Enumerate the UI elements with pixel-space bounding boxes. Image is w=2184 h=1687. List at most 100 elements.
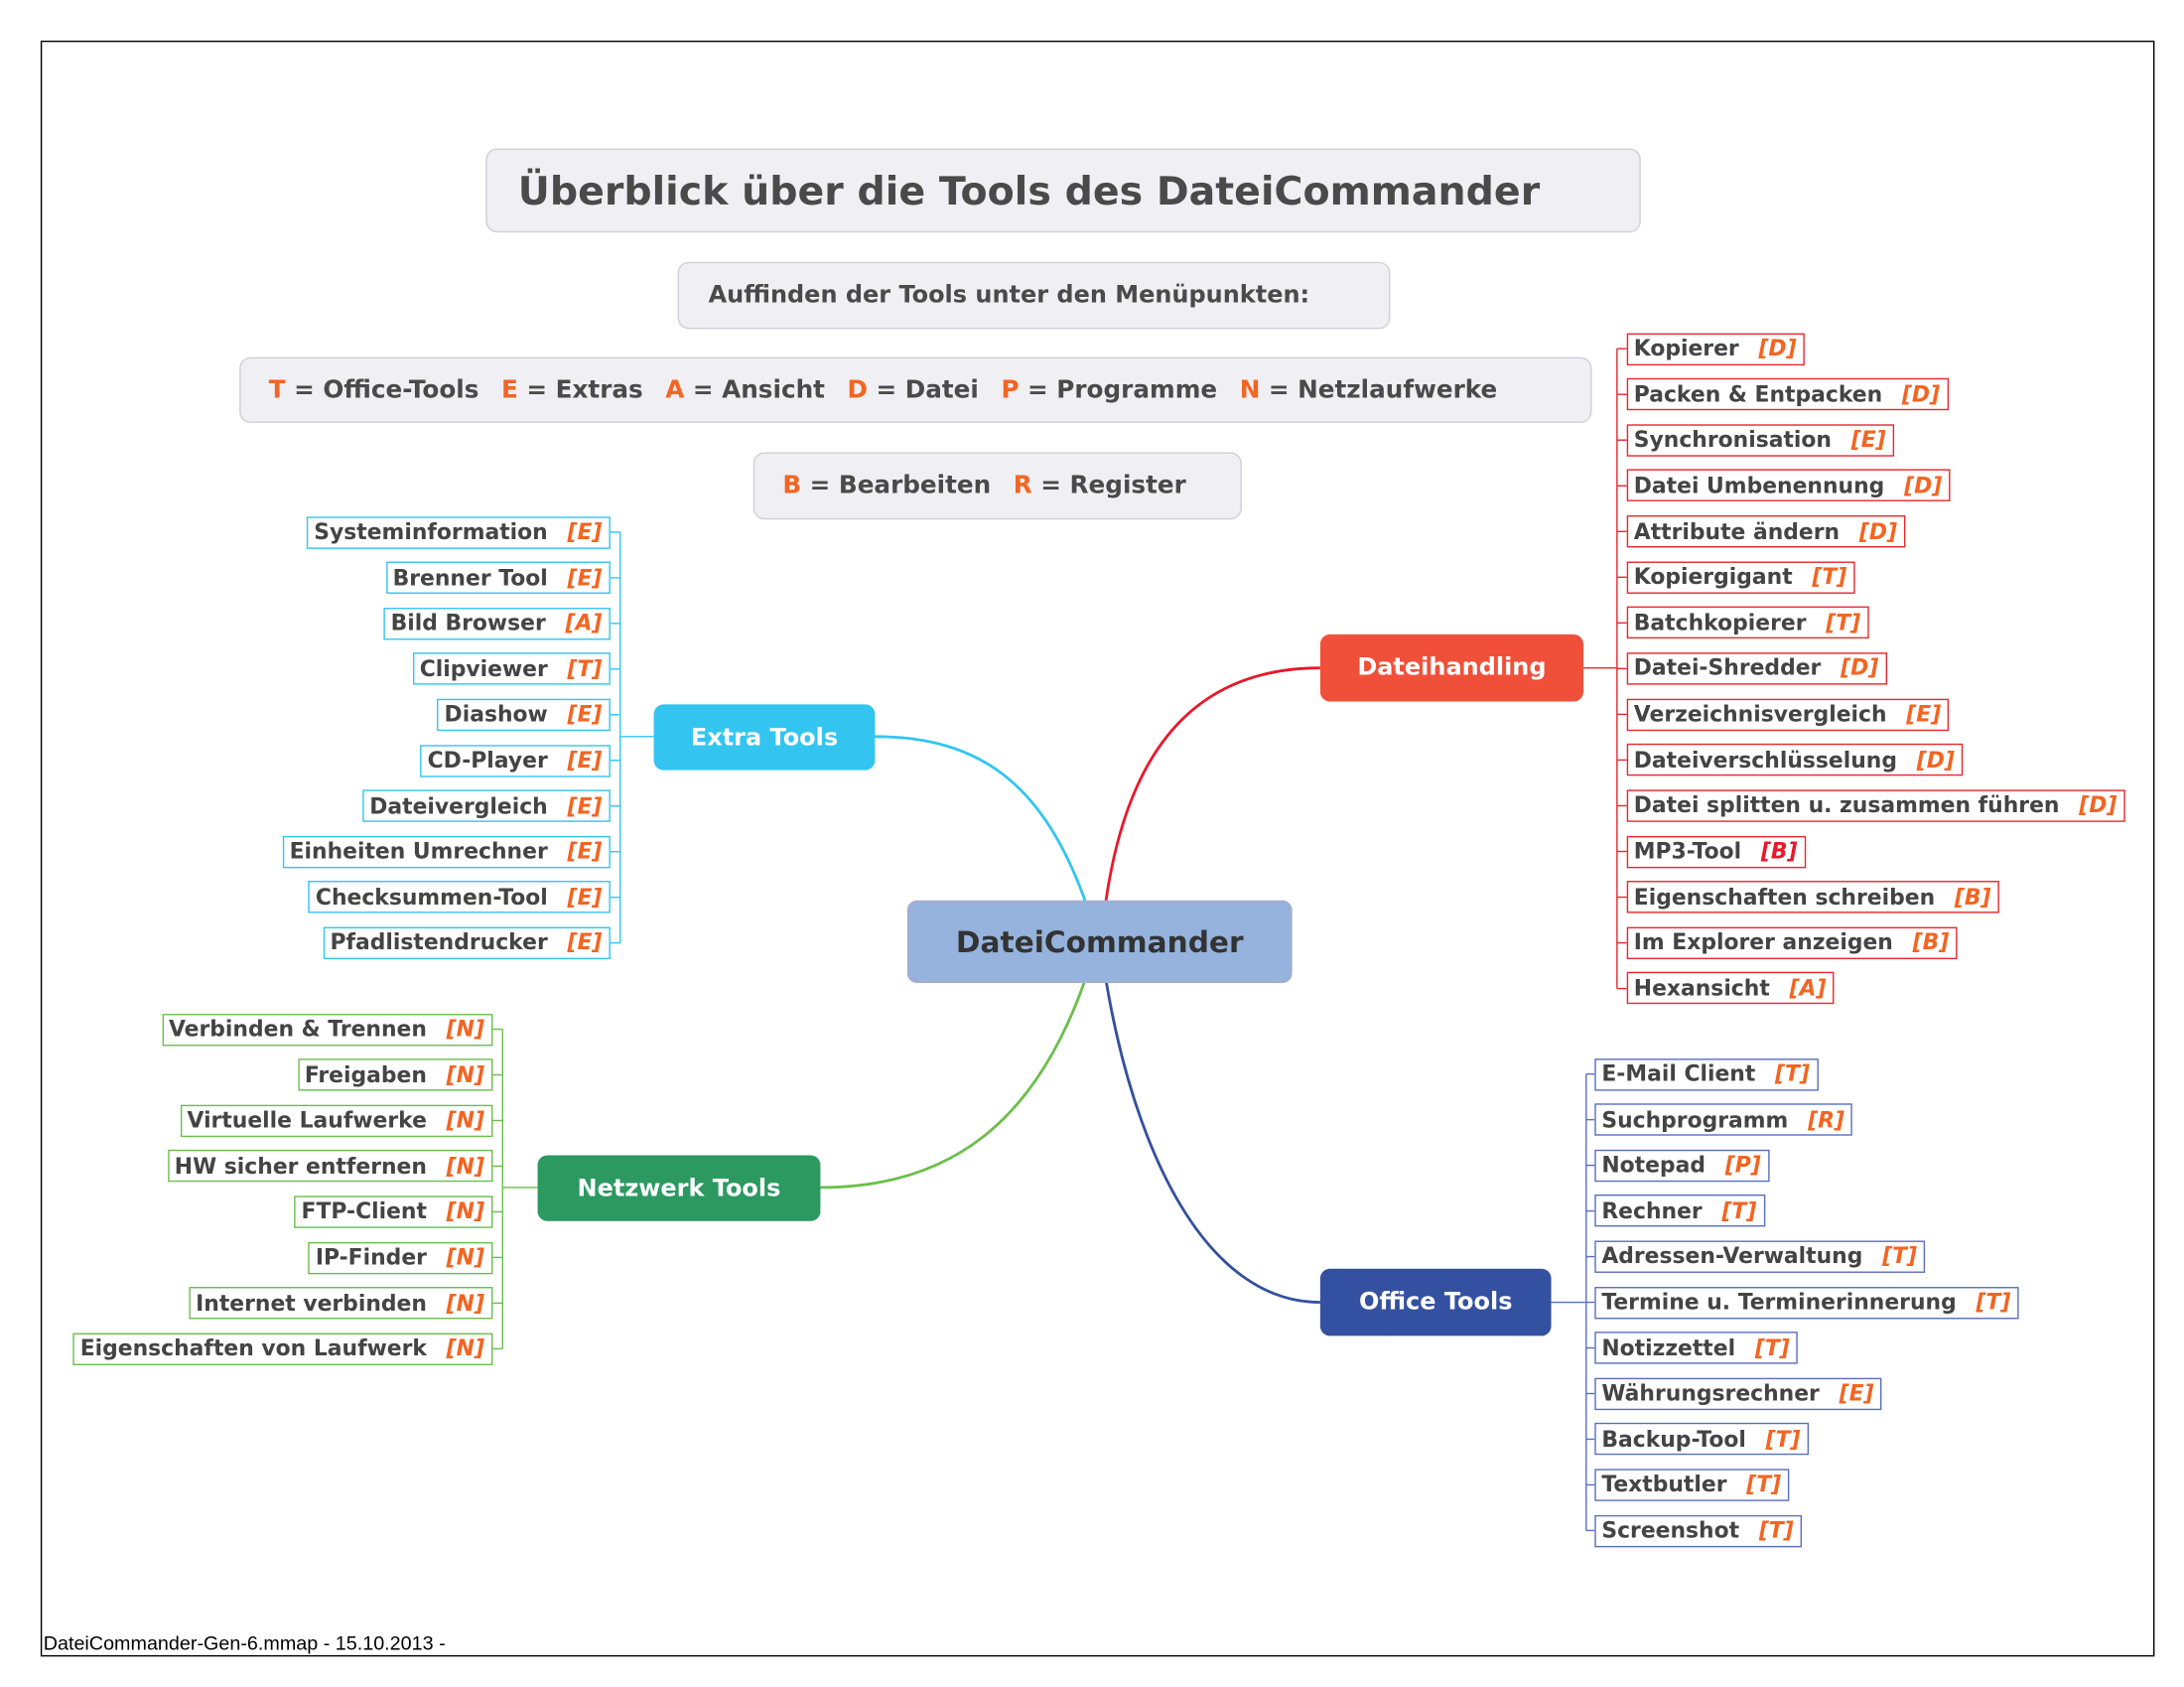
menu-tag: [E]	[567, 884, 603, 911]
topic-item-dateihandling[interactable]: Datei splitten u. zusammen führen[D]	[1626, 789, 2125, 822]
legend-label: = Bearbeiten	[809, 472, 992, 500]
menu-tag: [E]	[567, 793, 603, 819]
topic-item-netzwerk[interactable]: HW sicher entfernen[N]	[167, 1150, 493, 1183]
topic-label: Internet verbinden	[196, 1290, 427, 1317]
topic-item-office[interactable]: E-Mail Client[T]	[1594, 1057, 1819, 1090]
menu-tag: [N]	[446, 1198, 484, 1225]
topic-item-netzwerk[interactable]: Verbinden & Trennen[N]	[161, 1013, 493, 1046]
topic-item-office[interactable]: Notizzettel[T]	[1594, 1332, 1799, 1364]
topic-label: Virtuelle Laufwerke	[187, 1107, 427, 1134]
menu-tag: [T]	[1775, 1060, 1810, 1087]
topic-item-netzwerk[interactable]: FTP-Client[N]	[294, 1195, 493, 1228]
legend-entry: P= Programme	[1001, 376, 1217, 404]
connector-netzwerk	[820, 979, 1087, 1190]
topic-item-extra[interactable]: Einheiten Umrechner[E]	[282, 835, 611, 868]
topic-item-dateihandling[interactable]: MP3-Tool[B]	[1626, 835, 1807, 868]
branch-office-tools[interactable]: Office Tools	[1319, 1268, 1552, 1336]
legend-key: A	[665, 375, 685, 404]
topic-label: Suchprogramm	[1601, 1106, 1789, 1133]
topic-item-extra[interactable]: Diashow[E]	[437, 698, 611, 732]
menu-tag: [T]	[1812, 564, 1847, 590]
topic-item-office[interactable]: Termine u. Terminerinnerung[T]	[1594, 1286, 2019, 1319]
topic-item-dateihandling[interactable]: Attribute ändern [D]	[1626, 515, 1906, 548]
menu-tag: [T]	[1746, 1472, 1782, 1498]
topic-item-dateihandling[interactable]: Kopiergigant [T]	[1626, 561, 1855, 594]
branch-netzwerk-tools[interactable]: Netzwerk Tools	[537, 1155, 821, 1221]
menu-tag: [D]	[2079, 792, 2117, 819]
topic-item-office[interactable]: Währungsrechner[E]	[1594, 1377, 1882, 1410]
topic-label: Attribute ändern	[1633, 518, 1841, 544]
topic-item-office[interactable]: Rechner[T]	[1594, 1195, 1765, 1227]
topic-item-extra[interactable]: CD-Player[E]	[420, 744, 611, 776]
topic-item-dateihandling[interactable]: Datei-Shredder [D]	[1626, 652, 1887, 685]
central-topic[interactable]: DateiCommander	[906, 900, 1293, 984]
topic-label: Notizzettel	[1601, 1335, 1736, 1361]
topic-item-extra[interactable]: Dateivergleich [E]	[362, 789, 611, 822]
menu-tag: [N]	[446, 1153, 484, 1180]
legend-label: = Programme	[1026, 375, 1218, 404]
topic-item-netzwerk[interactable]: Eigenschaften von Laufwerk[N]	[72, 1333, 493, 1365]
topic-label: Kopiergigant	[1633, 564, 1793, 590]
topic-label: Notepad	[1601, 1152, 1706, 1179]
topic-item-extra[interactable]: Checksummen-Tool[E]	[308, 881, 611, 914]
branch-dateihandling[interactable]: Dateihandling	[1319, 633, 1584, 702]
topic-item-office[interactable]: Screenshot[T]	[1594, 1514, 1803, 1547]
menu-tag: [D]	[1841, 655, 1879, 682]
topic-label: Systeminformation	[314, 519, 548, 545]
topic-item-extra[interactable]: Pfadlistendrucker[E]	[323, 926, 611, 959]
topic-item-office[interactable]: Backup-Tool[T]	[1594, 1423, 1809, 1456]
topic-item-dateihandling[interactable]: Dateiverschlüsselung[D]	[1626, 744, 1964, 776]
legend-entry: N= Netzlaufwerke	[1240, 376, 1498, 404]
topic-item-dateihandling[interactable]: Hexansicht[A]	[1626, 972, 1835, 1005]
topic-item-netzwerk[interactable]: Internet verbinden [N]	[189, 1287, 493, 1320]
topic-item-netzwerk[interactable]: Virtuelle Laufwerke[N]	[180, 1104, 493, 1137]
menu-tag: [E]	[567, 565, 603, 591]
topic-item-extra[interactable]: Bild Browser[A]	[383, 607, 611, 640]
topic-item-dateihandling[interactable]: Verzeichnisvergleich[E]	[1626, 698, 1950, 731]
topic-item-office[interactable]: Adressen-Verwaltung[T]	[1594, 1240, 1926, 1273]
connector-dateihandling	[1104, 666, 1320, 902]
topic-label: Rechner	[1601, 1197, 1703, 1224]
menu-tag: [E]	[567, 702, 603, 728]
page-frame	[40, 40, 2155, 1657]
menu-tag: [N]	[446, 1290, 484, 1317]
topic-label: Pfadlistendrucker	[330, 929, 548, 956]
topic-item-office[interactable]: Textbutler [T]	[1594, 1469, 1790, 1501]
legend-label: = Register	[1040, 472, 1186, 500]
legend-key: D	[847, 375, 869, 404]
menu-tag: [T]	[567, 656, 603, 682]
topic-item-extra[interactable]: Brenner Tool[E]	[385, 561, 611, 595]
topic-item-dateihandling[interactable]: Im Explorer anzeigen[B]	[1626, 926, 1958, 959]
topic-item-dateihandling[interactable]: Batchkopierer[T]	[1626, 607, 1869, 639]
topic-item-dateihandling[interactable]: Synchronisation[E]	[1626, 423, 1895, 457]
topic-item-netzwerk[interactable]: Freigaben[N]	[297, 1058, 493, 1091]
topic-label: Clipviewer	[419, 656, 548, 682]
topic-item-dateihandling[interactable]: Packen & Entpacken[D]	[1626, 377, 1949, 411]
topic-label: Datei-Shredder	[1633, 655, 1822, 682]
topic-item-dateihandling[interactable]: Eigenschaften schreiben[B]	[1626, 881, 1999, 914]
topic-item-office[interactable]: Notepad[P]	[1594, 1149, 1770, 1182]
topic-item-extra[interactable]: Systeminformation[E]	[307, 515, 611, 549]
branch-extra-tools[interactable]: Extra Tools	[653, 704, 876, 771]
topic-label: IP-Finder	[315, 1244, 427, 1271]
menu-tag: [D]	[1858, 518, 1897, 544]
topic-label: Kopierer	[1633, 336, 1739, 361]
topic-item-netzwerk[interactable]: IP-Finder[N]	[308, 1241, 493, 1274]
topic-label: MP3-Tool	[1633, 838, 1742, 865]
topic-item-dateihandling[interactable]: Datei Umbenennung[D]	[1626, 470, 1951, 502]
menu-tag: [E]	[567, 839, 603, 865]
topic-label: Dateivergleich	[369, 793, 548, 819]
menu-tag: [A]	[565, 611, 603, 636]
topic-label: Im Explorer anzeigen	[1633, 929, 1893, 956]
menu-tag: [E]	[567, 748, 603, 773]
topic-item-extra[interactable]: Clipviewer [T]	[412, 652, 611, 686]
subtitle: Auffinden der Tools unter den Menüpunkte…	[677, 261, 1391, 330]
legend-label: = Extras	[526, 375, 643, 404]
topic-label: Textbutler	[1601, 1472, 1727, 1498]
menu-tag: [R]	[1808, 1106, 1844, 1133]
topic-item-office[interactable]: Suchprogramm [R]	[1594, 1103, 1853, 1136]
legend-entry: D= Datei	[848, 376, 979, 404]
topic-item-dateihandling[interactable]: Kopierer[D]	[1626, 332, 1806, 365]
